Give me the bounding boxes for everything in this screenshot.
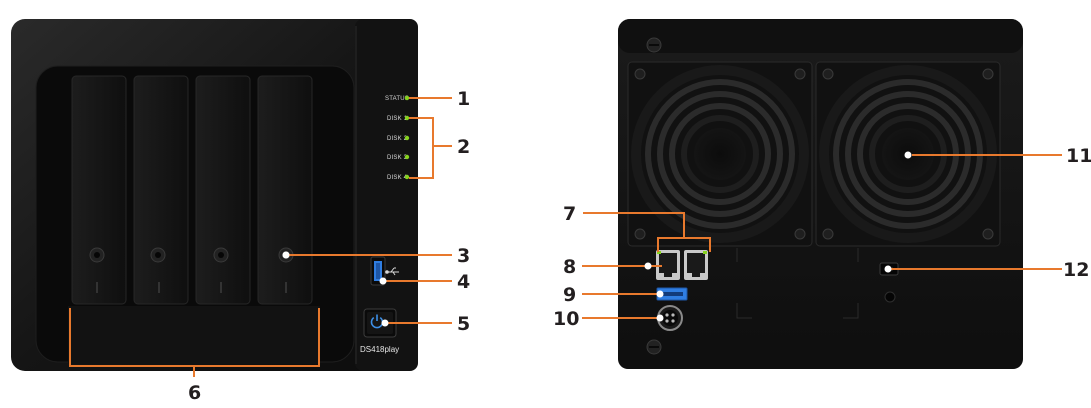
back-top-band: [618, 19, 1023, 53]
model-label: DS418play: [360, 345, 399, 354]
drive-tray-4: [257, 75, 313, 305]
io-panel-outline: [736, 248, 859, 319]
drive-tray-1: [71, 75, 127, 305]
reset-button[interactable]: [884, 291, 896, 303]
callout-2: 2: [457, 136, 470, 158]
callout-line-7: [583, 212, 685, 238]
led-label-disk4: DISK 4: [387, 175, 408, 181]
led-label-status: STATUS: [385, 96, 409, 102]
back-screw-bottom: [646, 339, 662, 355]
led-label-disk1: DISK 1: [387, 116, 408, 122]
callout-10: 10: [553, 308, 579, 330]
lan-port-1: [656, 250, 680, 280]
tray-lock-3: [213, 247, 229, 263]
callout-line-2: [409, 117, 434, 179]
rear-usb-port: [656, 287, 688, 301]
disk4-led: [404, 174, 410, 180]
front-bottom-lip: [68, 306, 320, 364]
tray-lock-2: [150, 247, 166, 263]
disk3-led: [404, 154, 410, 160]
callout-7: 7: [563, 203, 576, 225]
callout-3: 3: [457, 245, 470, 267]
fan-1: [631, 65, 809, 243]
callout-9: 9: [563, 284, 576, 306]
led-label-disk2: DISK 2: [387, 136, 408, 142]
led-label-disk3: DISK 3: [387, 155, 408, 161]
callout-12: 12: [1063, 259, 1089, 281]
callout-11: 11: [1066, 145, 1091, 167]
status-led: [404, 95, 410, 101]
callout-8: 8: [563, 256, 576, 278]
power-port: [657, 305, 683, 331]
disk1-led: [404, 115, 410, 121]
power-icon: [370, 314, 384, 329]
callout-6: 6: [188, 382, 201, 404]
back-view: [618, 19, 1023, 369]
drive-tray-3: [195, 75, 251, 305]
callout-4: 4: [457, 271, 470, 293]
callout-1: 1: [457, 88, 470, 110]
lan-port-2: [684, 250, 708, 280]
callout-anchors: [282, 151, 912, 327]
drive-tray-2: [133, 75, 189, 305]
callout-5: 5: [457, 313, 470, 335]
usb-symbol-icon: [385, 267, 399, 276]
back-bottom-band: [618, 337, 1023, 369]
back-screw-top: [646, 37, 662, 53]
tray-lock-1: [89, 247, 105, 263]
front-view: STATUS DISK 1 DISK 2 DISK 3 DISK 4: [11, 19, 418, 371]
disk2-led: [404, 135, 410, 141]
